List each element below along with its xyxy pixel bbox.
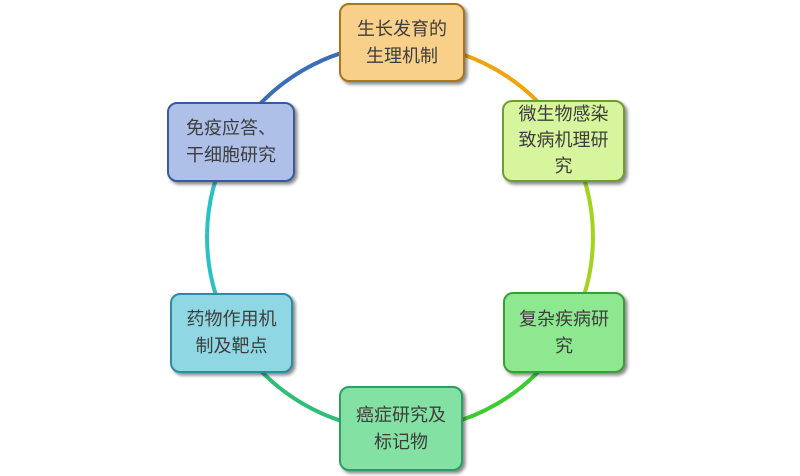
node-text-line: 干细胞研究 [186,145,276,166]
node-immune-stemcell[interactable]: 免疫应答、 干细胞研究 [167,102,295,182]
node-drug-mechanism-targets[interactable]: 药物作用机 制及靶点 [170,293,293,373]
node-text-line: 药物作用机 [186,309,277,330]
node-text-line: 标记物 [374,431,428,453]
node-text-line: 免疫应答、 [186,118,276,139]
node-growth-physiology[interactable]: 生长发育的 生理机制 [339,3,465,82]
node-text-line: 生理机制 [366,45,438,67]
node-text-line: 微生物感染 [518,104,609,125]
node-text-line: 究 [554,156,573,177]
node-text-line: 制及靶点 [195,336,268,357]
node-complex-disease[interactable]: 复杂疾病研 究 [503,292,625,373]
node-text-line: 致病机理研 [518,130,609,151]
node-microbial-infection[interactable]: 微生物感染 致病机理研 究 [502,100,625,182]
node-text-line: 癌症研究及 [356,404,446,426]
node-text-line: 究 [555,335,573,357]
node-cancer-biomarkers[interactable]: 癌症研究及 标记物 [339,386,463,471]
node-text-line: 复杂疾病研 [519,308,609,330]
node-text-line: 生长发育的 [357,18,447,40]
